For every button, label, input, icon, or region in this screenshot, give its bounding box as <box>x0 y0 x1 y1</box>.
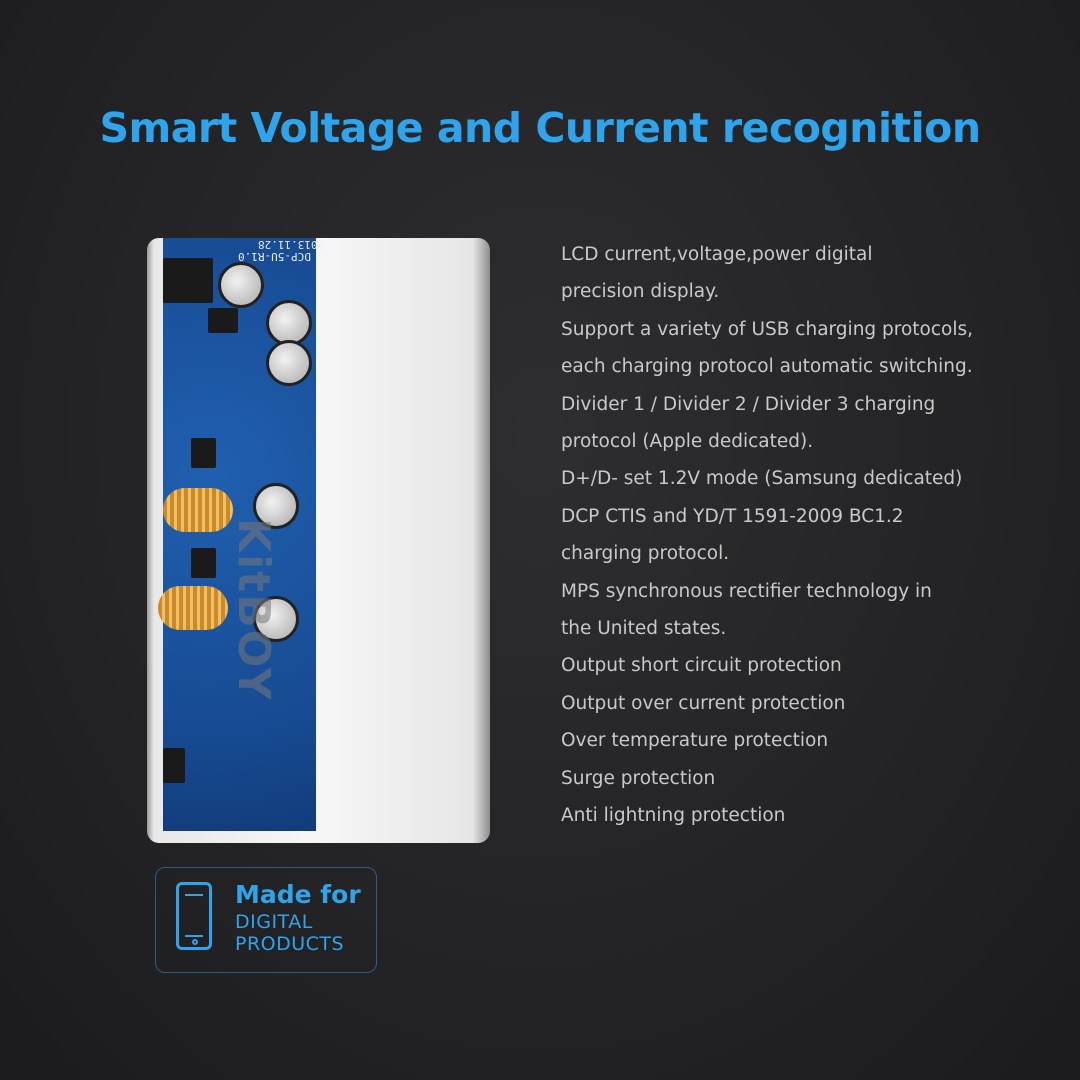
badge-line-1: Made for <box>235 880 361 909</box>
chip <box>191 438 216 468</box>
capacitor <box>253 483 299 529</box>
product-image: 2013.11.28 DCP-5U-R1.0 KitBOY <box>147 238 490 843</box>
feature-line: Over temperature protection <box>561 730 829 752</box>
capacitor <box>266 300 312 346</box>
feature-line: Support a variety of USB charging protoc… <box>561 318 974 340</box>
chip <box>208 308 238 333</box>
smartphone-icon <box>176 882 212 950</box>
capacitor <box>266 340 312 386</box>
capacitor <box>253 596 299 642</box>
badge-line-2: DIGITAL <box>235 911 313 933</box>
inductor-coil <box>163 488 233 532</box>
feature-line: Output short circuit protection <box>561 655 842 677</box>
badge-line-3: PRODUCTS <box>235 933 345 955</box>
switch <box>163 748 185 783</box>
feature-line: charging protocol. <box>561 543 730 565</box>
feature-line: the United states. <box>561 618 727 640</box>
feature-line: D+/D- set 1.2V mode (Samsung dedicated) <box>561 468 963 490</box>
chip <box>191 548 216 578</box>
circuit-board: 2013.11.28 DCP-5U-R1.0 <box>158 238 324 831</box>
watermark-logo: KitBOY <box>228 518 279 702</box>
feature-line: precision display. <box>561 281 720 303</box>
feature-line: Anti lightning protection <box>561 805 786 827</box>
pcb-label: DCP-5U-R1.0 <box>238 250 311 263</box>
capacitor <box>218 262 264 308</box>
feature-line: DCP CTIS and YD/T 1591-2009 BC1.2 <box>561 505 904 527</box>
feature-line: protocol (Apple dedicated). <box>561 431 814 453</box>
made-for-digital-badge: Made for DIGITAL PRODUCTS <box>155 867 377 973</box>
feature-line: LCD current,voltage,power digital <box>561 244 873 265</box>
feature-line: each charging protocol automatic switchi… <box>561 356 973 378</box>
page-title: Smart Voltage and Current recognition <box>99 104 981 152</box>
feature-line: Output over current protection <box>561 692 846 714</box>
feature-line: Surge protection <box>561 767 716 789</box>
feature-list: LCD current,voltage,power digital precis… <box>561 236 973 835</box>
feature-line: Divider 1 / Divider 2 / Divider 3 chargi… <box>561 393 936 415</box>
connector <box>163 258 213 303</box>
inductor-coil <box>158 586 228 630</box>
feature-line: MPS synchronous rectifier technology in <box>561 580 932 602</box>
